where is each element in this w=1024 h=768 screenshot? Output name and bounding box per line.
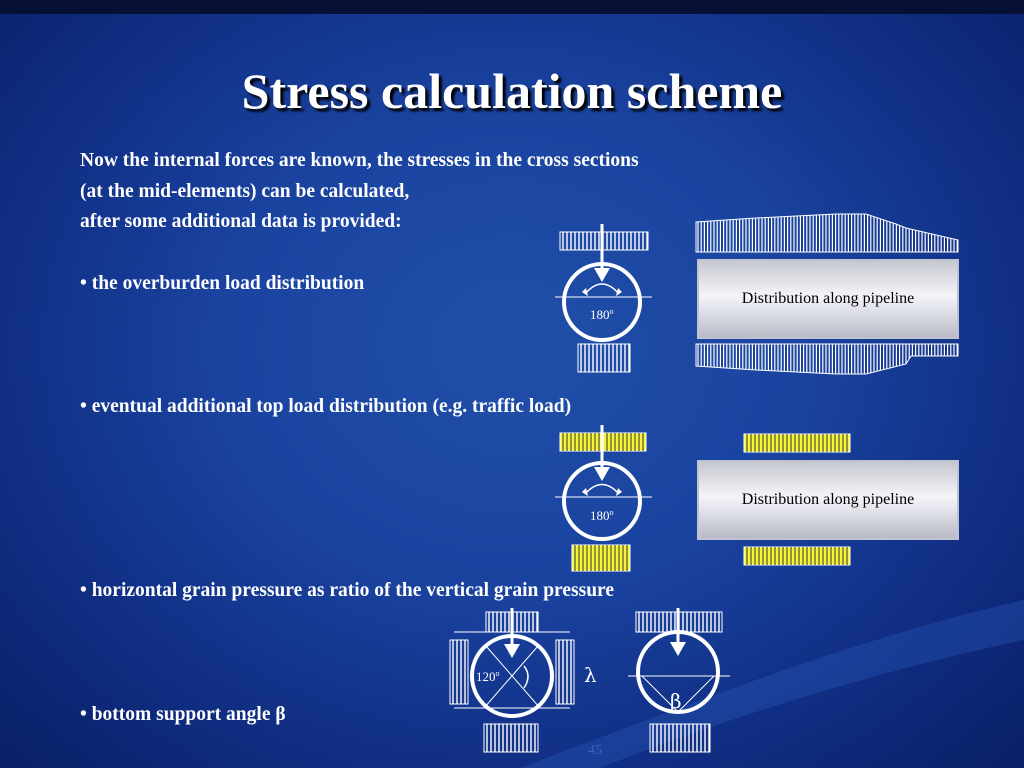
angle-120-label: 120o <box>476 669 500 684</box>
overburden-top-distribution <box>695 213 959 253</box>
distribution-label: Distribution along pipeline <box>741 290 915 307</box>
bullet-support-angle: • bottom support angle β <box>80 704 286 725</box>
traffic-top-distribution <box>743 433 851 453</box>
overburden-cross-section: 180o <box>555 224 652 373</box>
angle-180-label: 180o <box>590 508 614 523</box>
lambda-symbol: λ <box>584 663 597 687</box>
beta-label: β <box>670 689 682 713</box>
angle-180-label: 180o <box>590 307 614 322</box>
top-bar <box>0 0 1024 14</box>
load-arrow-icon <box>504 644 520 658</box>
load-arrow-icon <box>594 268 610 282</box>
pipe-segment-box-traffic: Distribution along pipeline <box>697 460 959 540</box>
traffic-bottom-distribution <box>743 546 851 566</box>
intro-line-3: after some additional data is provided: <box>80 211 402 232</box>
bullet-overburden: • the overburden load distribution <box>80 273 365 294</box>
intro-line-1: Now the internal forces are known, the s… <box>80 150 639 171</box>
angle-arc-icon <box>584 283 620 295</box>
traffic-cross-section: 180o <box>555 425 652 572</box>
top-load-bars <box>559 231 649 251</box>
angle-arc-icon <box>523 665 529 689</box>
load-arrow-icon <box>670 642 686 656</box>
support-angle-cross-section: β <box>628 608 730 753</box>
bullet-traffic: • eventual additional top load distribut… <box>80 396 572 417</box>
overburden-bottom-distribution <box>695 343 959 375</box>
bottom-support-bars <box>577 343 631 373</box>
pipe-segment-box: Distribution along pipeline <box>697 259 959 339</box>
bullet-horizontal-pressure: • horizontal grain pressure as ratio of … <box>80 580 614 601</box>
distribution-label-traffic: Distribution along pipeline <box>741 491 915 508</box>
slide-title: Stress calculation scheme <box>241 63 783 119</box>
angle-arc-icon <box>584 483 620 495</box>
page-number: 45 <box>588 743 602 758</box>
svg-text:λ: λ <box>584 663 597 687</box>
load-arrow-icon <box>594 467 610 481</box>
intro-line-2: (at the mid-elements) can be calculated, <box>80 181 410 202</box>
horizontal-pressure-cross-section: 120o <box>449 608 575 753</box>
traffic-bottom-bars <box>571 544 631 572</box>
